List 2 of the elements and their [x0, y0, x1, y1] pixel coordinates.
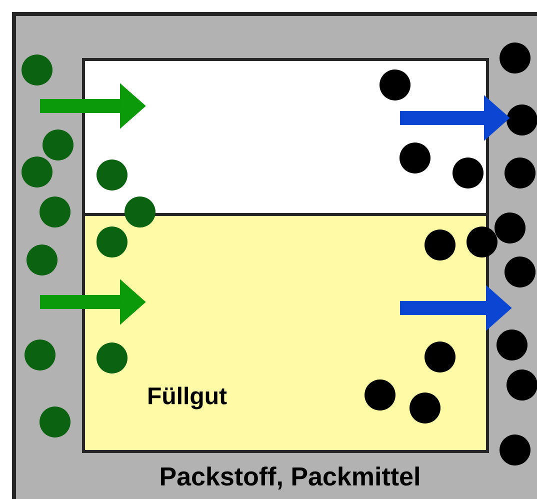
product-box: Füllgut: [82, 213, 489, 453]
headspace-box: [82, 58, 489, 216]
